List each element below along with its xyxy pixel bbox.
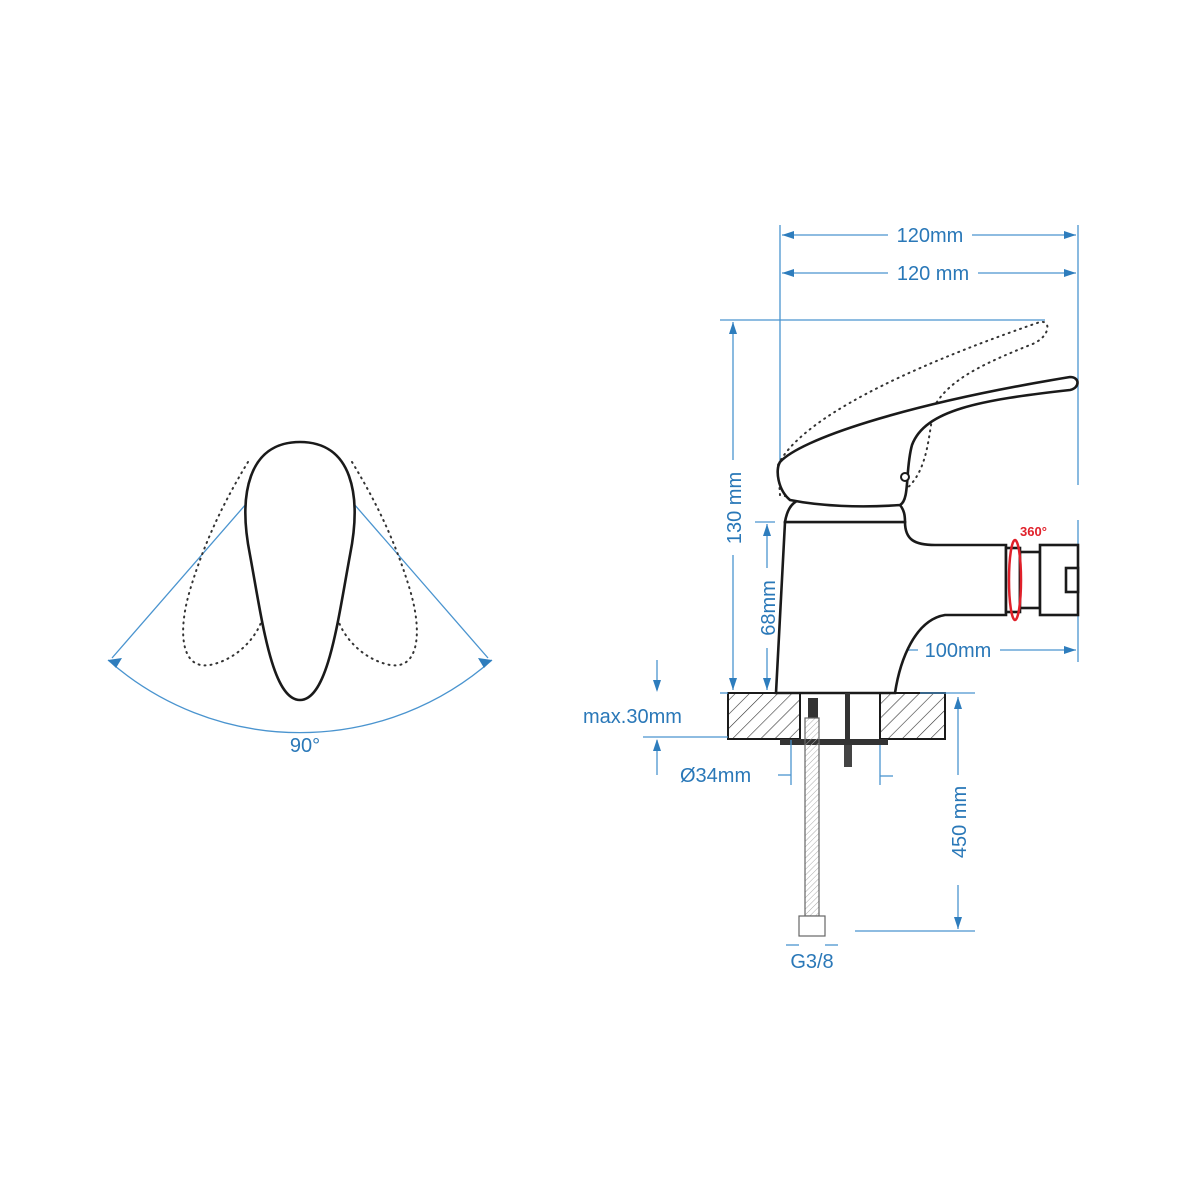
- faucet-side-view: 120mm 120 mm 130 mm 68mm 100mm: [583, 225, 1080, 973]
- hose-connector: [808, 698, 818, 718]
- faucet-body: [774, 520, 1008, 695]
- supply-hose: [804, 717, 820, 917]
- handle-top-view: 90°: [107, 440, 493, 757]
- height-dimension: 130 mm: [724, 322, 746, 690]
- svg-text:120 mm: 120 mm: [897, 263, 969, 285]
- svg-text:450 mm: 450 mm: [949, 786, 971, 858]
- svg-text:max.30mm: max.30mm: [583, 706, 682, 728]
- body-height-dimension: 68mm: [755, 521, 780, 690]
- width-dimension-top: 120mm: [782, 225, 1076, 247]
- aerator-slot: [1064, 566, 1080, 594]
- arrow-icon: [108, 658, 122, 668]
- faucet-lever: [776, 375, 1079, 508]
- countertop-section: [727, 692, 946, 767]
- svg-text:G3/8: G3/8: [790, 951, 833, 973]
- lever-pivot-icon: [900, 472, 910, 482]
- svg-text:Ø34mm: Ø34mm: [680, 765, 751, 787]
- svg-text:68mm: 68mm: [758, 580, 780, 636]
- swivel-angle-label: 360°: [1020, 524, 1047, 539]
- rotation-arc: [107, 659, 493, 734]
- mounting-stud: [845, 693, 850, 739]
- hose-thread-fitting: [798, 915, 826, 937]
- handle-outline: [244, 440, 356, 702]
- width-dimension-second: 120 mm: [782, 263, 1076, 285]
- svg-text:100mm: 100mm: [925, 640, 992, 662]
- hole-diameter-dimension: Ø34mm: [680, 740, 893, 787]
- swivel-rotation-icon: [1007, 538, 1023, 622]
- max-thickness-dimension: max.30mm: [583, 660, 728, 775]
- lever-raised-position-dotted: [776, 320, 1049, 500]
- rotation-angle-label: 90°: [290, 735, 320, 757]
- thread-dimension: G3/8: [786, 944, 838, 973]
- svg-text:120mm: 120mm: [897, 225, 964, 247]
- hose-length-dimension: 450 mm: [855, 692, 975, 932]
- svg-text:130 mm: 130 mm: [724, 472, 746, 544]
- handle-right-position-dotted: [337, 461, 418, 667]
- outlet-nut: [1018, 550, 1042, 610]
- mounting-nut: [844, 745, 852, 767]
- arrow-icon: [478, 658, 492, 668]
- mounting-plate: [780, 739, 888, 745]
- handle-left-position-dotted: [182, 461, 263, 667]
